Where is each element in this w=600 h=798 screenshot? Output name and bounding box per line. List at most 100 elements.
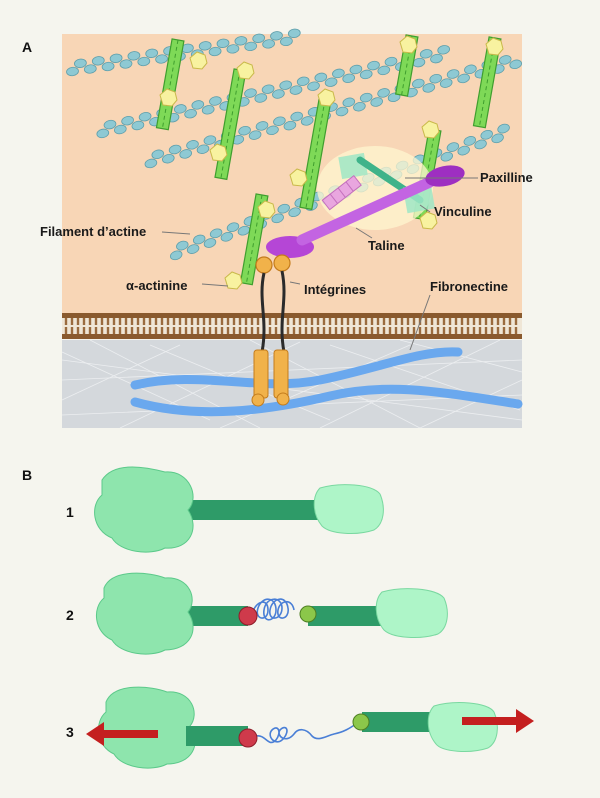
crosslinker-blobs xyxy=(159,35,504,290)
label-vinculine: Vinculine xyxy=(434,204,492,219)
actin-monomer xyxy=(238,125,251,136)
actin-monomer xyxy=(155,54,168,64)
actin-monomer xyxy=(457,145,470,156)
actin-monomer xyxy=(113,124,127,135)
actin-monomer xyxy=(131,120,145,131)
actin-monomer xyxy=(255,121,269,131)
rod-domain-right xyxy=(362,712,442,732)
actin-monomer xyxy=(332,68,345,79)
actin-monomer xyxy=(91,56,105,66)
label-filament-actine: Filament d’actine xyxy=(40,224,146,239)
actin-monomer xyxy=(196,144,210,154)
head-domain xyxy=(98,686,196,769)
actin-monomer xyxy=(359,92,373,103)
actin-monomer xyxy=(277,203,290,214)
step-2-number: 2 xyxy=(66,607,74,623)
actin-monomer xyxy=(439,78,453,88)
actin-monomer xyxy=(144,158,158,169)
actin-monomer xyxy=(201,105,215,115)
actin-monomer xyxy=(186,244,200,254)
stretched-chain xyxy=(255,723,357,744)
actin-monomer xyxy=(254,93,268,103)
actin-filaments xyxy=(66,28,522,261)
actin-monomer xyxy=(137,56,151,67)
actin-monomer xyxy=(162,153,175,164)
panel-b-letter: B xyxy=(22,467,32,483)
talin xyxy=(266,165,465,258)
actin-monomer xyxy=(367,60,380,71)
leader-lines xyxy=(161,177,478,351)
rod-domain xyxy=(175,500,325,520)
actin-monomer xyxy=(387,92,401,103)
actin-monomer xyxy=(252,33,266,43)
actin-monomer xyxy=(168,144,182,155)
actin-monomer xyxy=(491,133,504,144)
actin-monomer xyxy=(216,38,230,48)
actin-monomer xyxy=(176,240,189,251)
actin-monomer xyxy=(208,46,222,57)
actin-monomer xyxy=(83,64,97,74)
actin-monomer xyxy=(342,97,356,108)
actin-monomer xyxy=(498,55,512,65)
actin-monomer xyxy=(234,36,248,46)
actin-monomer xyxy=(307,81,320,91)
actin-monomer xyxy=(127,51,141,61)
actin-monomer xyxy=(429,73,442,84)
actin-monomer xyxy=(103,119,117,130)
actin-monomer xyxy=(145,48,159,58)
actin-monomer xyxy=(342,73,356,84)
unfolded-coil xyxy=(251,598,295,621)
actin-monomer xyxy=(220,231,234,242)
pulling-arrow-right xyxy=(462,709,534,733)
actin-monomer xyxy=(192,234,206,245)
actin-monomer xyxy=(179,149,192,159)
actin-monomer xyxy=(437,45,451,55)
actin-monomer xyxy=(446,69,460,79)
actin-monomer xyxy=(203,135,217,145)
red-binding-site xyxy=(238,728,258,748)
actin-monomer xyxy=(138,111,152,122)
integrin-pair xyxy=(251,254,291,407)
actin-monomer xyxy=(226,44,240,54)
tail-domain xyxy=(313,484,384,534)
actin-monomer xyxy=(119,59,133,69)
step-3-number: 3 xyxy=(66,724,74,740)
actin-monomer xyxy=(377,88,390,98)
actin-monomer xyxy=(509,59,522,70)
step-2-molecule xyxy=(96,572,448,655)
actin-monomer xyxy=(191,100,205,110)
actin-monomer xyxy=(464,64,477,75)
red-binding-site xyxy=(238,606,258,626)
label-taline: Taline xyxy=(368,238,405,253)
actin-monomer xyxy=(270,31,283,41)
actin-monomer xyxy=(289,85,303,95)
actin-monomer xyxy=(314,72,328,83)
actin-monomer xyxy=(273,116,286,126)
panel-a-letter: A xyxy=(22,39,32,55)
actin-monomer xyxy=(271,213,284,224)
green-binding-site xyxy=(299,605,317,623)
actin-monomer xyxy=(412,78,425,89)
paxillin-rod xyxy=(321,174,362,211)
tail-domain xyxy=(375,588,448,638)
actin-monomer xyxy=(151,149,165,160)
actin-monomer xyxy=(480,129,493,140)
step-1-molecule xyxy=(94,466,384,553)
label-alpha-actinine: α-actinine xyxy=(126,278,187,293)
actin-monomer xyxy=(186,140,199,150)
actin-monomer xyxy=(244,88,257,98)
actin-monomer xyxy=(353,101,366,112)
actin-monomer xyxy=(209,96,222,106)
rod-domain-right xyxy=(308,606,390,626)
tail-domain xyxy=(427,702,498,752)
actin-monomer xyxy=(198,41,212,51)
label-fibronectine: Fibronectine xyxy=(430,279,508,294)
actin-monomer xyxy=(349,64,363,75)
actin-monomer xyxy=(419,49,433,59)
actin-monomer xyxy=(101,61,115,72)
actin-monomer xyxy=(290,111,303,122)
actin-monomer xyxy=(384,56,398,67)
actin-monomer xyxy=(446,142,460,152)
